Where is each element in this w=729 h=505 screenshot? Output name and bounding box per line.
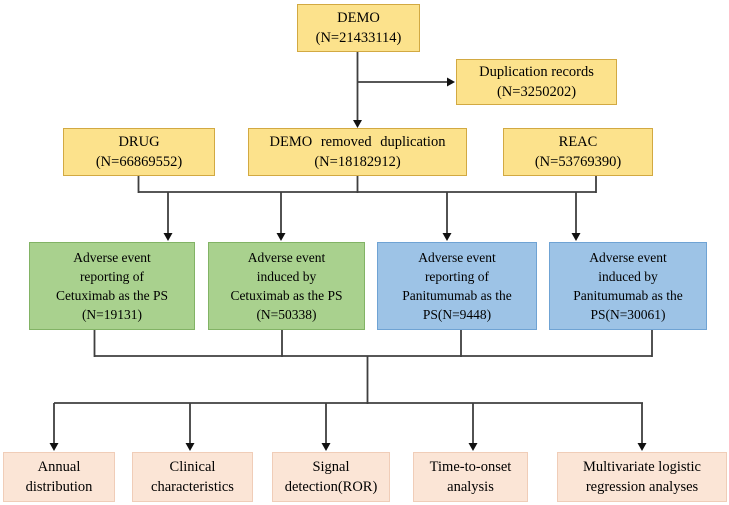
node-panitumumab-induced: Adverse event induced by Panitumumab as … xyxy=(549,242,707,330)
node-signal-line1: Signal xyxy=(312,459,350,475)
connector-group xyxy=(53,52,653,444)
arrowhead-down-4 xyxy=(571,233,581,241)
node-duplication-records: Duplication records (N=3250202) xyxy=(456,59,617,105)
arrowhead-down-6 xyxy=(185,443,195,451)
node-reac-count: (N=53769390) xyxy=(534,154,622,170)
node-clinical-line2: characteristics xyxy=(151,479,234,495)
arrowhead-down-removed xyxy=(353,120,362,128)
node-logistic-line2: regression analyses xyxy=(585,479,699,495)
node-annual-line2: distribution xyxy=(25,479,93,495)
arrowhead-down-7 xyxy=(321,443,331,451)
node-cetuximab-induced-line2: induced by xyxy=(256,269,317,284)
node-duplication-count: (N=3250202) xyxy=(496,84,577,100)
node-demo: DEMO (N=21433114) xyxy=(297,4,420,52)
arrowhead-down-1 xyxy=(163,233,173,241)
node-signal-detection: Signal detection(ROR) xyxy=(272,452,390,502)
node-clinical-line1: Clinical xyxy=(169,459,216,475)
node-panitumumab-induced-line1: Adverse event xyxy=(589,250,667,265)
node-demo-count: (N=21433114) xyxy=(315,30,402,46)
node-panitumumab-induced-count: PS(N=30061) xyxy=(590,307,666,322)
node-cetuximab-induced-line3: Cetuximab as the PS xyxy=(230,288,343,303)
node-tto-line1: Time-to-onset xyxy=(429,459,512,475)
node-demo-title: DEMO xyxy=(337,10,380,26)
node-demo-removed-duplication: DEMO removed duplication (N=18182912) xyxy=(248,128,467,176)
node-logistic-line1: Multivariate logistic xyxy=(583,459,701,475)
node-annual-distribution: Annual distribution xyxy=(3,452,115,502)
node-panitumumab-reporting-line2: reporting of xyxy=(424,269,490,284)
arrowhead-right-duplication xyxy=(447,77,455,87)
arrowhead-down-5 xyxy=(49,443,59,451)
node-clinical-characteristics: Clinical characteristics xyxy=(132,452,253,502)
node-signal-line2: detection(ROR) xyxy=(284,479,378,495)
node-time-to-onset: Time-to-onset analysis xyxy=(413,452,528,502)
node-cetuximab-reporting-line1: Adverse event xyxy=(73,250,151,265)
arrowhead-down-3 xyxy=(442,233,452,241)
arrowhead-down-2 xyxy=(276,233,286,241)
node-drug-title: DRUG xyxy=(118,134,160,150)
arrowhead-down-8 xyxy=(468,443,478,451)
node-multivariate-logistic: Multivariate logistic regression analyse… xyxy=(557,452,727,502)
node-demo-removed-count: (N=18182912) xyxy=(314,154,401,170)
node-drug-count: (N=66869552) xyxy=(95,154,183,170)
node-demo-removed-title: DEMO removed duplication xyxy=(269,134,446,150)
node-panitumumab-reporting-line1: Adverse event xyxy=(418,250,496,265)
node-panitumumab-reporting-line3: Panitumumab as the xyxy=(402,288,512,303)
node-panitumumab-induced-line3: Panitumumab as the xyxy=(573,288,683,303)
node-cetuximab-reporting-count: (N=19131) xyxy=(81,307,143,322)
arrowhead-down-9 xyxy=(637,443,647,451)
node-cetuximab-reporting: Adverse event reporting of Cetuximab as … xyxy=(29,242,195,330)
node-annual-line1: Annual xyxy=(37,459,81,475)
node-duplication-title: Duplication records xyxy=(479,64,594,80)
node-panitumumab-reporting: Adverse event reporting of Panitumumab a… xyxy=(377,242,537,330)
node-cetuximab-induced-line1: Adverse event xyxy=(247,250,326,265)
node-cetuximab-induced: Adverse event induced by Cetuximab as th… xyxy=(208,242,365,330)
arrowhead-group xyxy=(49,77,647,451)
node-reac: REAC (N=53769390) xyxy=(503,128,653,176)
node-reac-title: REAC xyxy=(558,134,598,150)
node-drug: DRUG (N=66869552) xyxy=(63,128,215,176)
node-cetuximab-reporting-line2: reporting of xyxy=(79,269,145,284)
node-cetuximab-induced-count: (N=50338) xyxy=(256,307,317,322)
node-tto-line2: analysis xyxy=(447,479,494,495)
node-panitumumab-reporting-count: PS(N=9448) xyxy=(422,307,492,322)
node-cetuximab-reporting-line3: Cetuximab as the PS xyxy=(55,288,169,303)
node-panitumumab-induced-line2: induced by xyxy=(598,269,658,284)
